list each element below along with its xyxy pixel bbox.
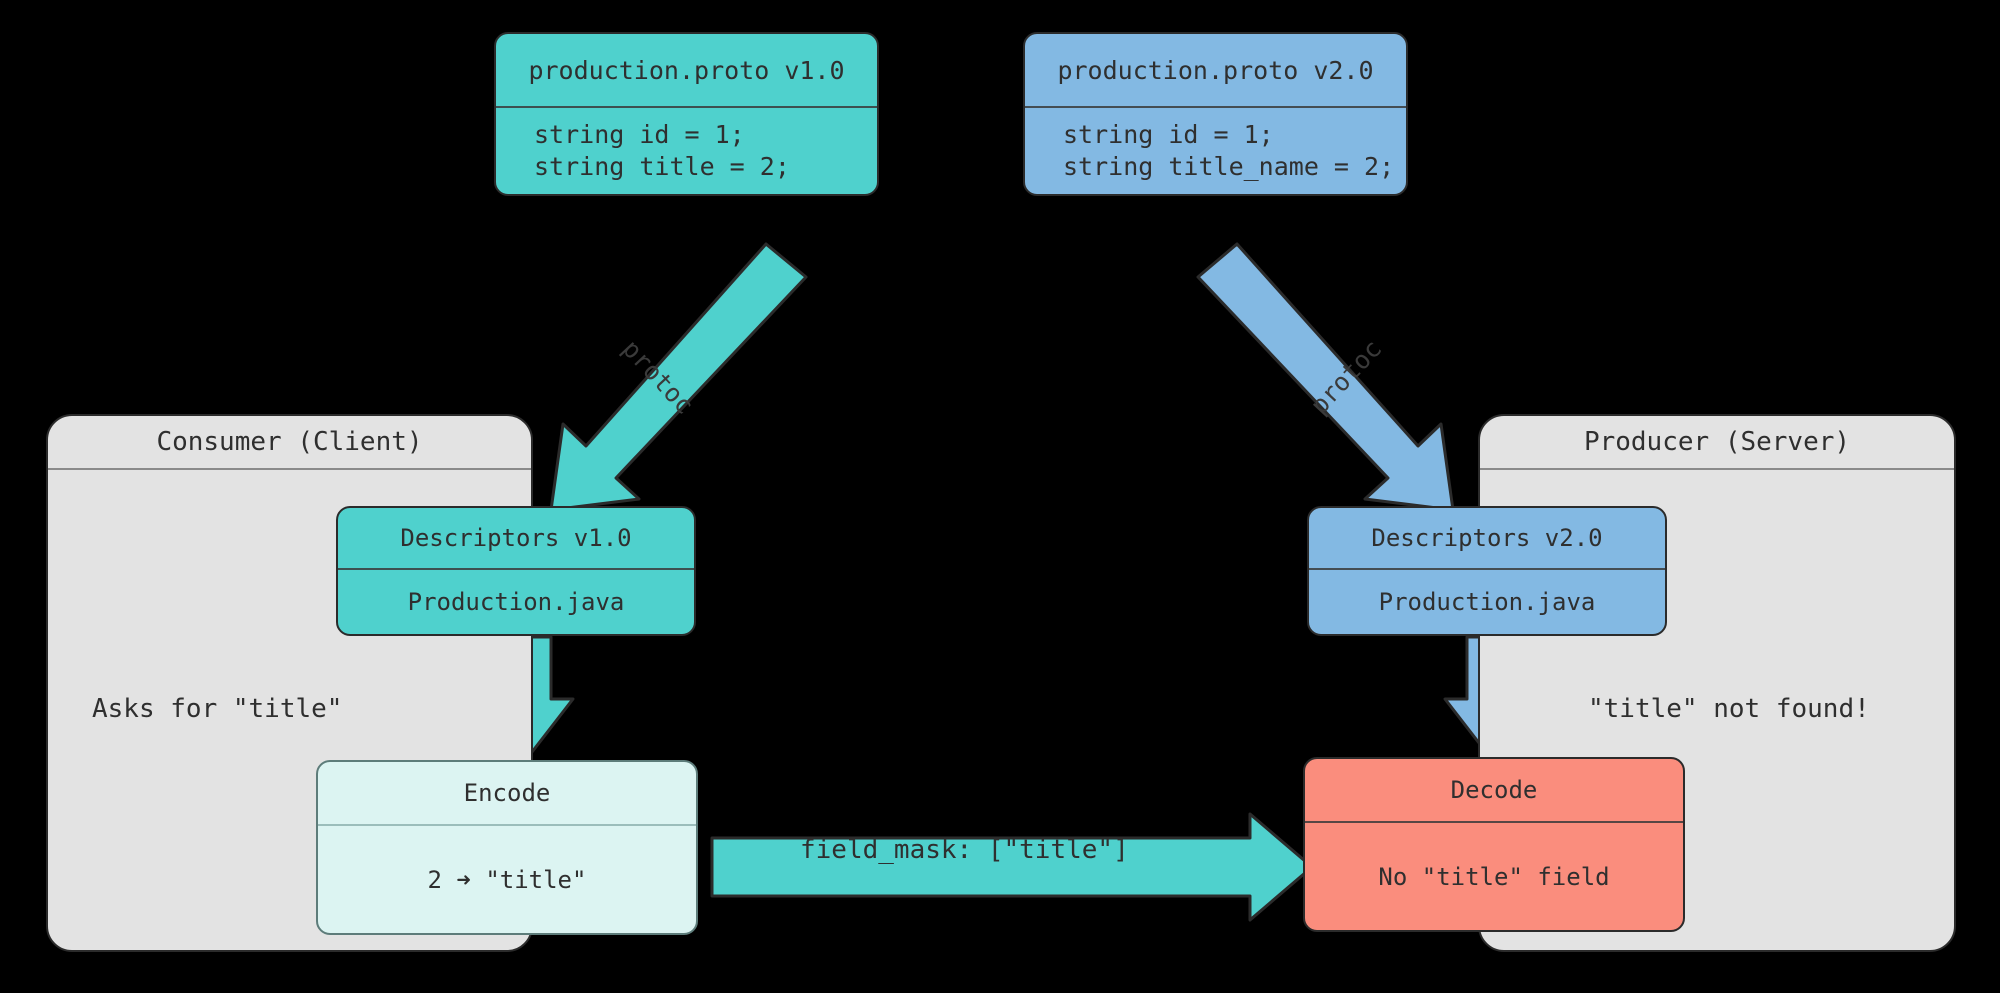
- consumer-descriptors-title: Descriptors v1.0: [400, 524, 632, 552]
- divider: [318, 824, 696, 826]
- divider: [338, 568, 694, 570]
- proto-v1-title: production.proto v1.0: [528, 55, 845, 85]
- protoc-arrow-right: protoc: [1196, 242, 1455, 512]
- producer-note: "title" not found!: [1588, 694, 1870, 724]
- proto-v2-field-2: string title_name = 2;: [1063, 152, 1395, 181]
- divider: [1305, 821, 1683, 823]
- producer-descriptors-body: Production.java: [1378, 588, 1596, 616]
- producer-descriptors-card[interactable]: Descriptors v2.0 Production.java: [1307, 506, 1667, 636]
- proto-v1-body: string id = 1; string title = 2;: [496, 108, 877, 194]
- divider: [1025, 106, 1406, 108]
- consumer-panel-header: Consumer (Client): [48, 416, 531, 470]
- encode-body: 2 ➜ "title": [427, 865, 587, 894]
- encode-card[interactable]: Encode 2 ➜ "title": [316, 760, 698, 935]
- divider: [496, 106, 877, 108]
- consumer-descriptors-card[interactable]: Descriptors v1.0 Production.java: [336, 506, 696, 636]
- proto-v1-field-2: string title = 2;: [534, 152, 790, 181]
- proto-v2-field-1: string id = 1;: [1063, 120, 1274, 149]
- protoc-left-label: protoc: [617, 334, 700, 420]
- proto-v2-title: production.proto v2.0: [1057, 55, 1374, 85]
- field-mask-label: field_mask: ["title"]: [800, 835, 1129, 865]
- protoc-right-label: protoc: [1305, 334, 1388, 420]
- decode-card[interactable]: Decode No "title" field: [1303, 757, 1685, 932]
- producer-panel-header: Producer (Server): [1480, 416, 1954, 470]
- proto-card-v1[interactable]: production.proto v1.0 string id = 1; str…: [494, 32, 879, 196]
- divider: [1309, 568, 1665, 570]
- encode-title: Encode: [463, 779, 551, 807]
- field-mask-arrow: [710, 812, 1314, 922]
- decode-title: Decode: [1450, 776, 1538, 804]
- producer-descriptors-title: Descriptors v2.0: [1371, 524, 1603, 552]
- decode-body: No "title" field: [1378, 862, 1610, 891]
- proto-card-v2[interactable]: production.proto v2.0 string id = 1; str…: [1023, 32, 1408, 196]
- proto-v2-body: string id = 1; string title_name = 2;: [1025, 108, 1406, 194]
- protoc-arrow-left: protoc: [549, 242, 808, 512]
- consumer-note: Asks for "title": [92, 694, 343, 724]
- proto-v1-field-1: string id = 1;: [534, 120, 745, 149]
- consumer-descriptors-body: Production.java: [407, 588, 625, 616]
